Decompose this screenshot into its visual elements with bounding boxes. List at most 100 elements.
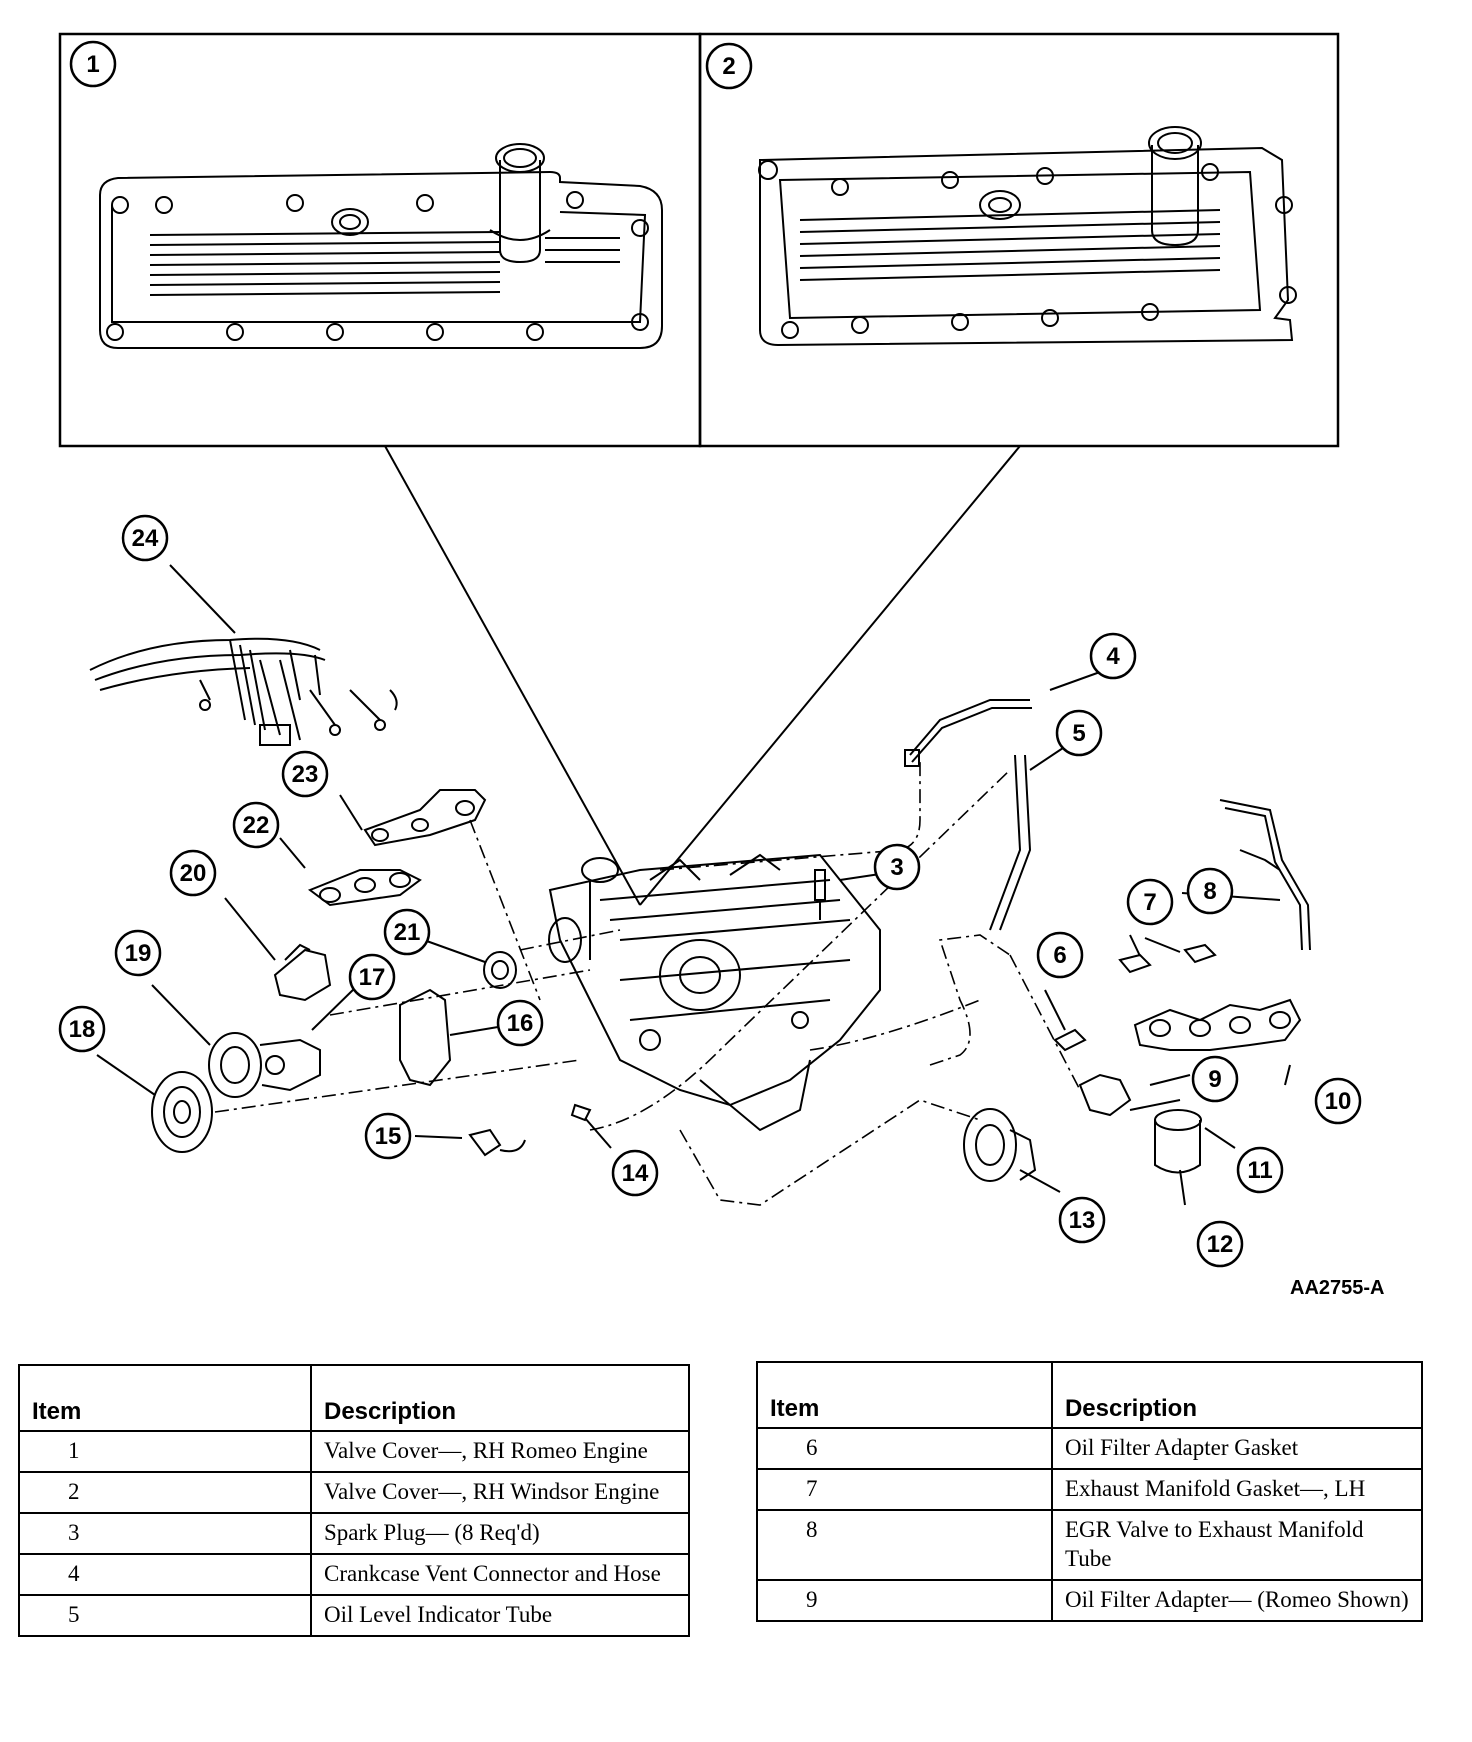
- callout-label: 17: [359, 964, 386, 991]
- item-description: Oil Level Indicator Tube: [310, 1594, 690, 1637]
- callout-label: 20: [180, 860, 207, 887]
- callout-circle: [1196, 1220, 1244, 1268]
- callout-circle: [611, 1149, 659, 1197]
- drawing-code: AA2755-A: [1290, 1277, 1384, 1299]
- item-description: Spark Plug— (8 Req'd): [310, 1512, 690, 1555]
- callout-label: 18: [69, 1016, 96, 1043]
- callout-6: 6: [1036, 931, 1084, 979]
- callout-label: 13: [1069, 1207, 1096, 1234]
- callout-15: 15: [364, 1112, 412, 1160]
- callout-1: 1: [69, 40, 117, 88]
- callout-label: 3: [890, 854, 903, 881]
- item-number: 7: [756, 1468, 1053, 1511]
- callout-9: 9: [1191, 1055, 1239, 1103]
- column-header-description: Description: [1050, 1361, 1424, 1429]
- callout-14: 14: [611, 1149, 659, 1197]
- callout-label: 15: [375, 1123, 402, 1150]
- callout-13: 13: [1058, 1196, 1106, 1244]
- valve-cover-romeo-drawing: [99, 143, 663, 349]
- callout-label: 12: [1207, 1231, 1234, 1258]
- item-number: 5: [18, 1594, 312, 1637]
- inset-leader-line: [384, 445, 641, 906]
- item-description: Oil Filter Adapter Gasket: [1050, 1427, 1424, 1470]
- callout-label: 19: [125, 940, 152, 967]
- callout-circle: [348, 953, 396, 1001]
- callout-19: 19: [114, 929, 162, 977]
- callout-3: 3: [873, 843, 921, 891]
- column-header-item: Item: [18, 1364, 312, 1432]
- item-number: 8: [756, 1509, 1053, 1581]
- components-rh-side-drawing: [814, 699, 1311, 1182]
- inset-frame-windsor: [698, 32, 1340, 448]
- callout-label: 23: [292, 761, 319, 788]
- callout-circle: [364, 1112, 412, 1160]
- item-description: Valve Cover—, RH Windsor Engine: [310, 1471, 690, 1514]
- callout-circle: [58, 1005, 106, 1053]
- item-number: 9: [756, 1579, 1053, 1622]
- exploded-engine-diagram: 123456789101112131415161718192021222324 …: [58, 32, 1384, 1299]
- callout-circle: [1055, 709, 1103, 757]
- callout-2: 2: [705, 42, 753, 90]
- item-description: Crankcase Vent Connector and Hose: [310, 1553, 690, 1596]
- item-description: Oil Filter Adapter— (Romeo Shown): [1050, 1579, 1424, 1622]
- engine-block-drawing: [548, 853, 881, 1132]
- callout-label: 8: [1203, 878, 1216, 905]
- callout-circle: [1089, 632, 1137, 680]
- alignment-lines: [214, 760, 1081, 1206]
- callout-circle: [1126, 878, 1174, 926]
- components-front-drawing: [151, 943, 592, 1157]
- callout-label: 1: [86, 51, 99, 78]
- callout-circle: [169, 849, 217, 897]
- callout-label: 6: [1053, 942, 1066, 969]
- callout-circle: [1058, 1196, 1106, 1244]
- callout-label: 4: [1106, 643, 1120, 670]
- item-description: Exhaust Manifold Gasket—, LH: [1050, 1468, 1424, 1511]
- callout-12: 12: [1196, 1220, 1244, 1268]
- callout-8: 8: [1186, 867, 1234, 915]
- callout-circle: [69, 40, 117, 88]
- callout-7: 7: [1126, 878, 1174, 926]
- callout-17: 17: [348, 953, 396, 1001]
- valve-cover-windsor-drawing: [758, 126, 1297, 347]
- callout-label: 10: [1325, 1088, 1352, 1115]
- callout-circle: [705, 42, 753, 90]
- callout-circle: [1236, 1146, 1284, 1194]
- callout-label: 21: [394, 919, 421, 946]
- callout-23: 23: [281, 750, 329, 798]
- callout-5: 5: [1055, 709, 1103, 757]
- callout-24: 24: [121, 514, 169, 562]
- callout-circle: [281, 750, 329, 798]
- callout-label: 24: [132, 525, 159, 552]
- callout-circle: [496, 999, 544, 1047]
- callout-label: 14: [622, 1160, 649, 1187]
- callout-circle: [1036, 931, 1084, 979]
- item-number: 1: [18, 1430, 312, 1473]
- inset-frame-romeo: [58, 32, 702, 448]
- callout-10: 10: [1314, 1077, 1362, 1125]
- callout-label: 2: [722, 53, 735, 80]
- callout-16: 16: [496, 999, 544, 1047]
- callout-label: 22: [243, 812, 270, 839]
- callout-circle: [1314, 1077, 1362, 1125]
- column-header-description: Description: [310, 1364, 690, 1432]
- item-description: EGR Valve to Exhaust Manifold Tube: [1050, 1509, 1424, 1581]
- callout-circle: [1191, 1055, 1239, 1103]
- callout-20: 20: [169, 849, 217, 897]
- callout-circle: [114, 929, 162, 977]
- callout-4: 4: [1089, 632, 1137, 680]
- item-description: Valve Cover—, RH Romeo Engine: [310, 1430, 690, 1473]
- item-number: 6: [756, 1427, 1053, 1470]
- callout-label: 9: [1208, 1066, 1221, 1093]
- callout-label: 16: [507, 1010, 534, 1037]
- callout-11: 11: [1236, 1146, 1284, 1194]
